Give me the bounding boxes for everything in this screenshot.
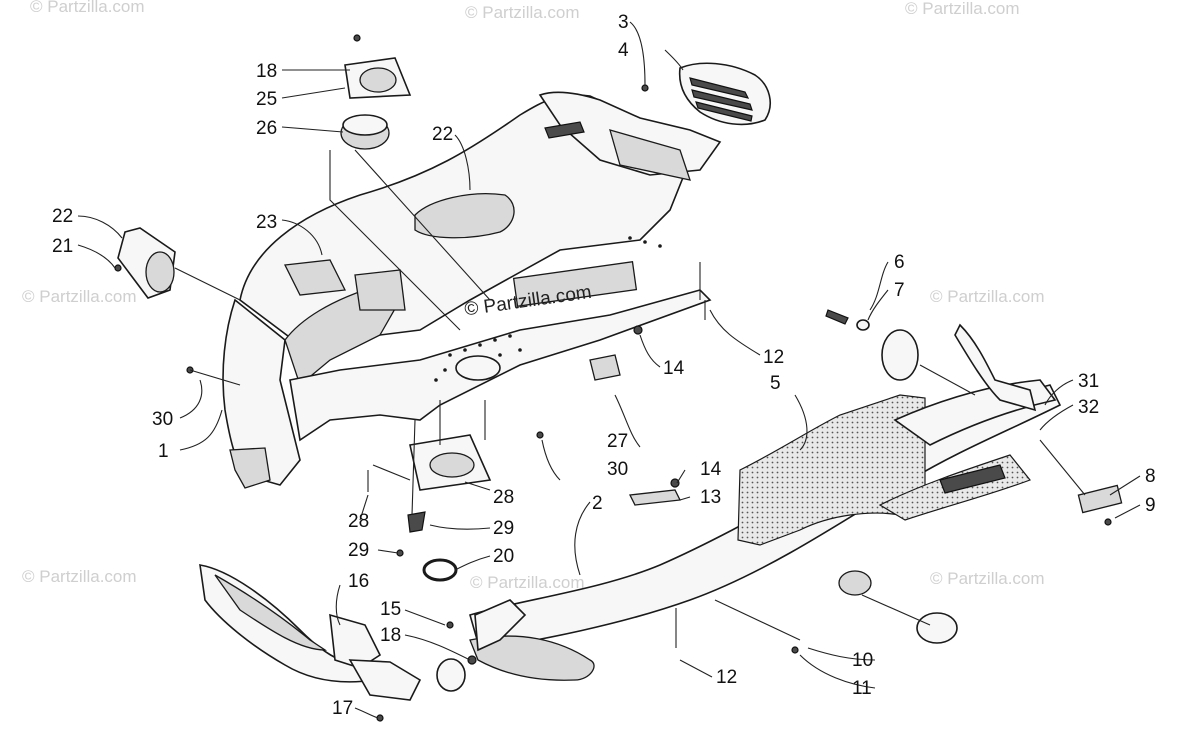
callout-32: 32 bbox=[1078, 397, 1099, 418]
callout-28: 28 bbox=[348, 511, 369, 532]
callout-14-lower: 14 bbox=[700, 459, 722, 480]
callout-16: 16 bbox=[348, 571, 369, 592]
callout-30-mid: 30 bbox=[607, 459, 628, 480]
callout-31: 31 bbox=[1078, 371, 1099, 392]
callout-6: 6 bbox=[894, 252, 905, 273]
callout-labels: 18 25 26 3 4 22 23 22 21 30 1 14 12 5 6 … bbox=[52, 12, 1156, 719]
watermark-bottom-right: © Partzilla.com bbox=[930, 569, 1045, 588]
watermark-mid-left: © Partzilla.com bbox=[22, 287, 137, 306]
callout-12-upper: 12 bbox=[763, 347, 784, 368]
callout-10: 10 bbox=[852, 650, 873, 671]
watermark-bottom-center: © Partzilla.com bbox=[470, 573, 585, 592]
callout-29: 29 bbox=[348, 540, 369, 561]
watermark-top-left: © Partzilla.com bbox=[30, 0, 145, 16]
callout-9: 9 bbox=[1145, 495, 1156, 516]
callout-22-top: 22 bbox=[432, 124, 453, 145]
callout-26: 28 bbox=[493, 487, 514, 508]
callout-3: 3 bbox=[618, 12, 629, 33]
callout-30-left: 30 bbox=[152, 409, 173, 430]
callout-21: 22 bbox=[52, 206, 73, 227]
watermarks: © Partzilla.com © Partzilla.com © Partzi… bbox=[22, 0, 1045, 592]
vent-grille bbox=[678, 62, 771, 126]
watermark-mid-right: © Partzilla.com bbox=[930, 287, 1045, 306]
callout-20: 21 bbox=[52, 236, 73, 257]
belly-pan-upper bbox=[222, 91, 722, 489]
callout-4: 4 bbox=[618, 40, 629, 61]
front-skid-left bbox=[199, 564, 466, 701]
belly-pan-lower bbox=[469, 323, 1123, 681]
watermark-top-right: © Partzilla.com bbox=[905, 0, 1020, 18]
callout-11: 11 bbox=[852, 678, 872, 699]
callout-5: 5 bbox=[770, 373, 781, 394]
assembly-lines bbox=[174, 149, 1086, 641]
callout-2: 2 bbox=[592, 493, 603, 514]
callout-23: 25 bbox=[256, 89, 277, 110]
watermark-bottom-left: © Partzilla.com bbox=[22, 567, 137, 586]
leader-lines bbox=[77, 21, 1141, 719]
callout-14-upper: 14 bbox=[663, 358, 685, 379]
callout-18: 18 bbox=[256, 61, 277, 82]
callout-15: 15 bbox=[380, 599, 401, 620]
callout-27: 29 bbox=[493, 518, 514, 539]
callout-17: 17 bbox=[332, 698, 353, 719]
callout-25: 27 bbox=[607, 431, 628, 452]
small-parts bbox=[114, 34, 1112, 722]
callout-19: 20 bbox=[493, 546, 514, 567]
callout-24: 26 bbox=[256, 118, 277, 139]
callout-8: 8 bbox=[1145, 466, 1156, 487]
callout-18-lower: 18 bbox=[380, 625, 401, 646]
callout-22-left: 23 bbox=[256, 212, 277, 233]
callout-7: 7 bbox=[894, 280, 905, 301]
callout-13: 13 bbox=[700, 487, 721, 508]
watermark-top-center: © Partzilla.com bbox=[465, 3, 580, 22]
callout-1: 1 bbox=[158, 441, 169, 462]
callout-12-lower: 12 bbox=[716, 667, 737, 688]
